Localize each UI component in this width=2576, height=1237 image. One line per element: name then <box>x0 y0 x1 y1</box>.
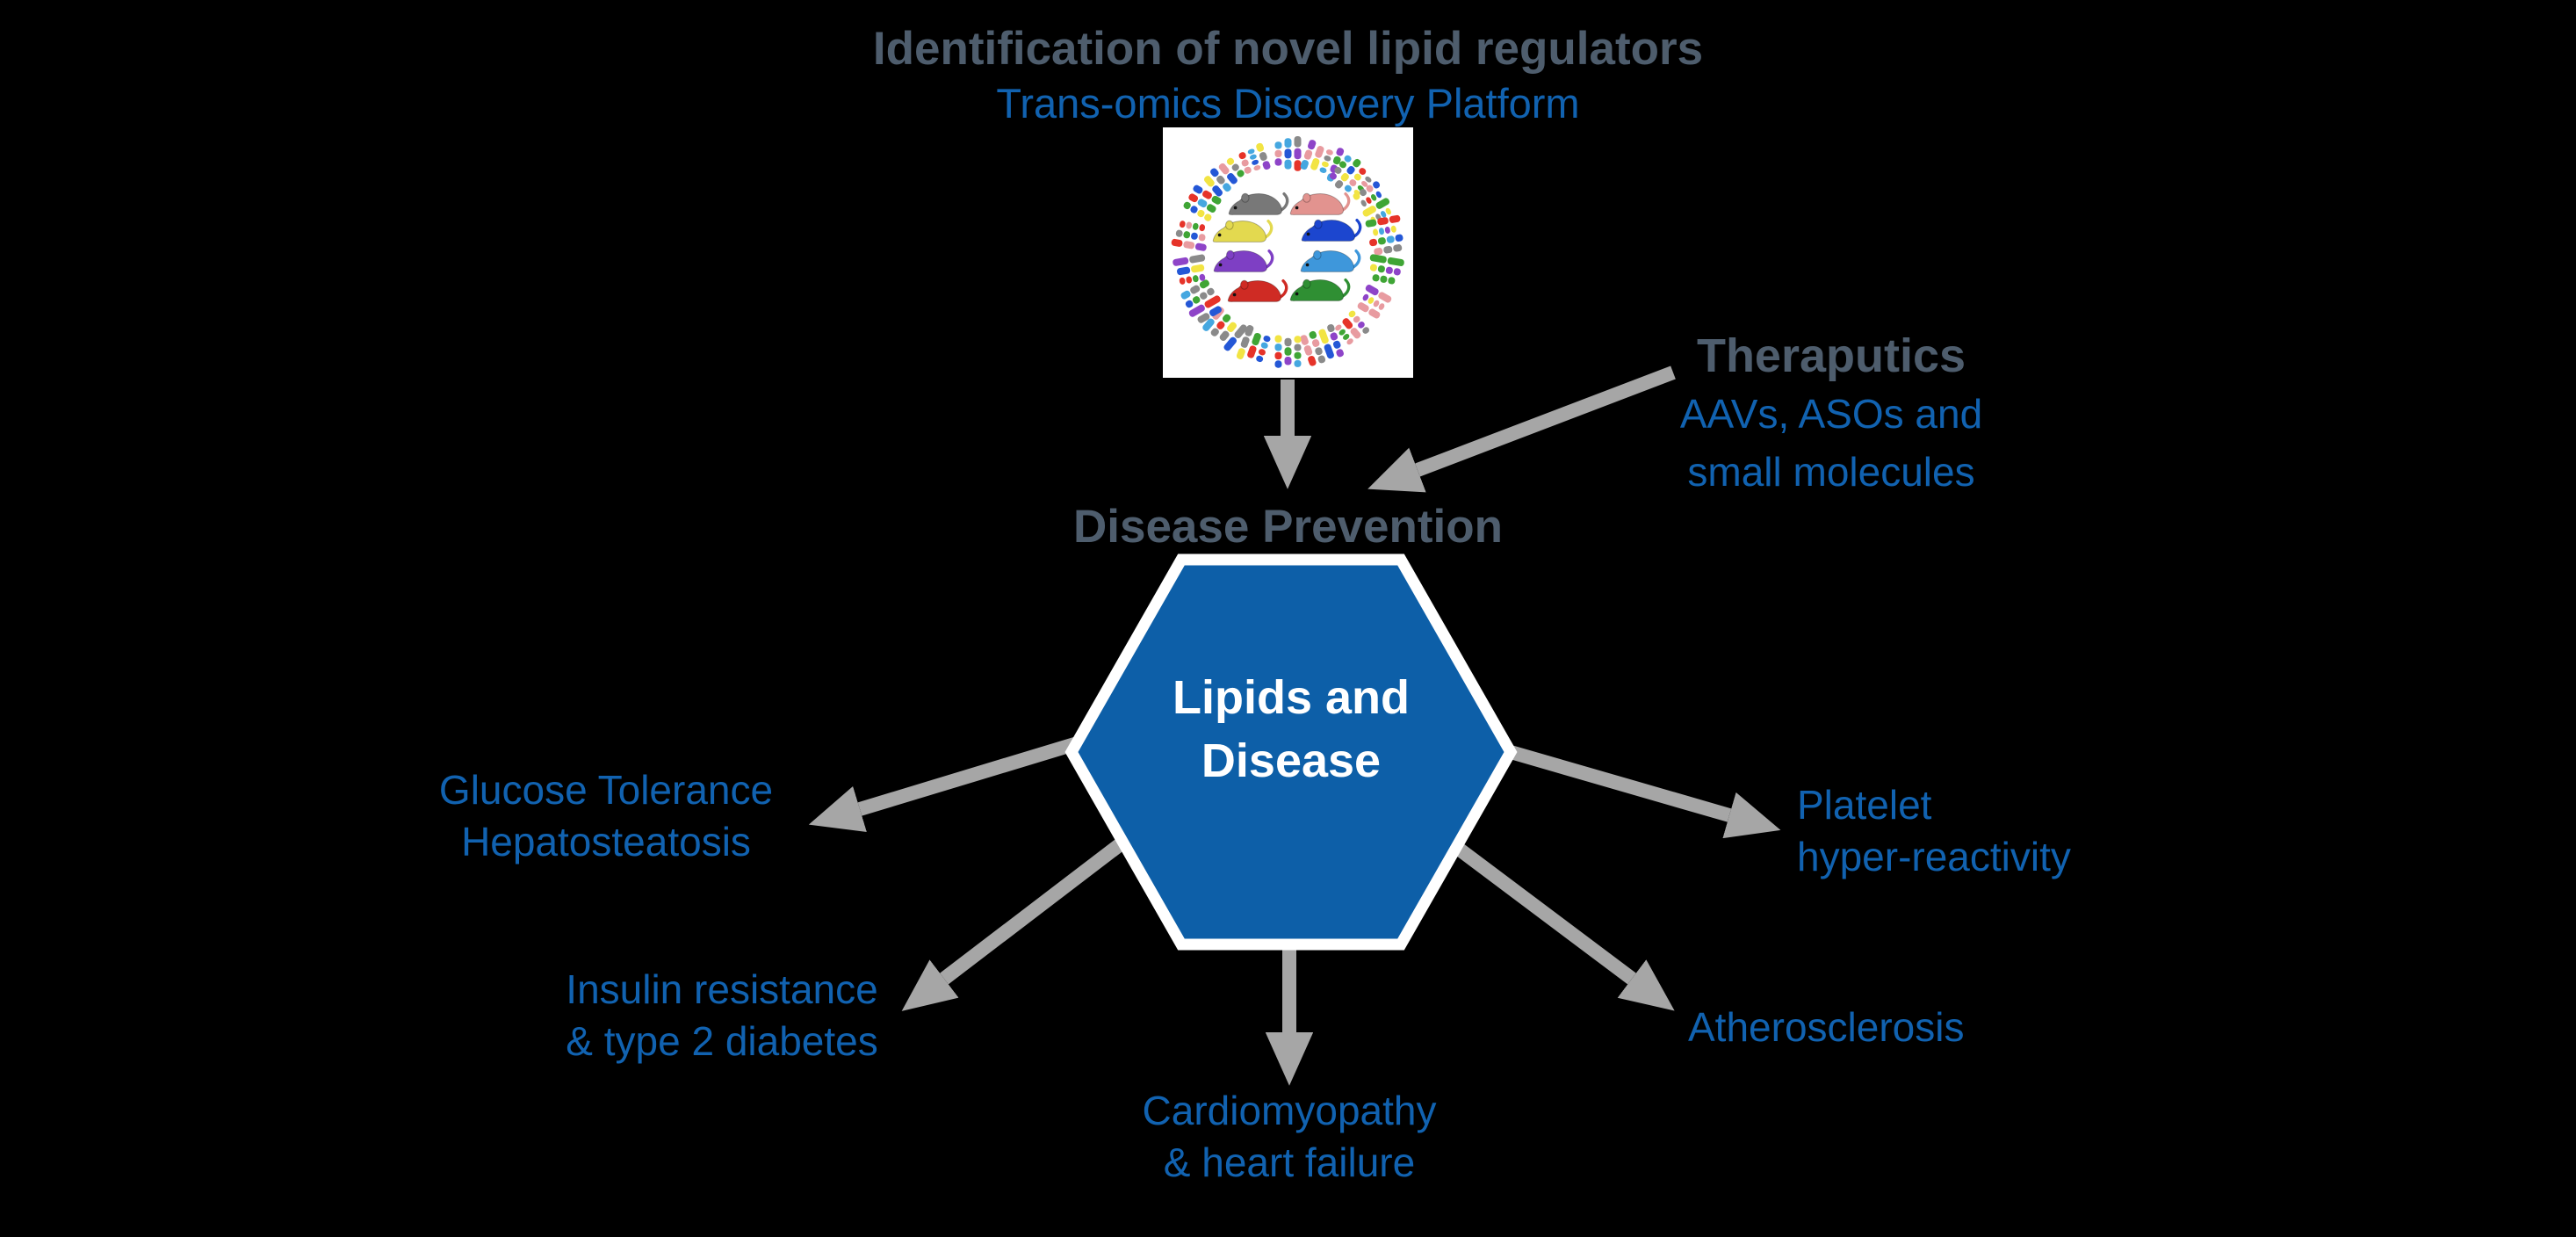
outcome-insulin-resistance: Insulin resistance & type 2 diabetes <box>502 964 942 1067</box>
arrow-hub-to-platelet <box>1508 745 1781 839</box>
lipids-disease-hexagon <box>1064 553 1518 951</box>
arrow-hub-to-insulin <box>901 828 1137 1011</box>
therapeutics-heading: Theraputics <box>1696 329 1966 382</box>
outcome-line: hyper-reactivity <box>1797 834 2071 879</box>
hub-line1: Lipids and <box>1173 671 1410 724</box>
mouse-icon <box>1212 219 1274 242</box>
mouse-icon <box>1228 192 1289 215</box>
mouse-icon <box>1289 278 1351 301</box>
outcome-atherosclerosis: Atherosclerosis <box>1688 1002 1964 1053</box>
mouse-icon <box>1289 192 1351 215</box>
outcome-line: Insulin resistance <box>566 966 878 1012</box>
therapeutics-line1: AAVs, ASOs and <box>1679 391 1983 437</box>
mouse-icon <box>1300 249 1361 272</box>
outcome-line: Hepatosteatosis <box>461 819 751 864</box>
mouse-icon <box>1301 218 1362 242</box>
outcome-line: Platelet <box>1797 782 1932 828</box>
arrow-hub-to-atherosclerosis <box>1438 830 1675 1011</box>
outcome-line: Cardiomyopathy <box>1142 1088 1437 1133</box>
mouse-icon <box>1213 249 1274 272</box>
arrow-therapeutics-to-prevention <box>1367 365 1676 493</box>
outcome-line: Atherosclerosis <box>1688 1004 1965 1050</box>
hub-label: Lipids and Disease <box>1028 666 1555 792</box>
therapeutics-block: Theraputics AAVs, ASOs and small molecul… <box>1612 327 2051 501</box>
outcome-cardiomyopathy: Cardiomyopathy & heart failure <box>1070 1085 1509 1189</box>
page-title: Identification of novel lipid regulators <box>872 23 1704 75</box>
outcome-platelet-hyper-reactivity: Platelet hyper-reactivity <box>1797 779 2071 883</box>
mouse-panel-logo-art <box>1171 136 1404 368</box>
outcome-line: & type 2 diabetes <box>566 1018 878 1064</box>
disease-prevention-label: Disease Prevention <box>1072 501 1503 553</box>
outcome-glucose-tolerance: Glucose Tolerance Hepatosteatosis <box>386 764 826 868</box>
hub-line2: Disease <box>1201 734 1382 787</box>
chromosome-ring <box>1171 136 1404 368</box>
outcome-line: & heart failure <box>1163 1139 1416 1185</box>
therapeutics-line2: small molecules <box>1687 449 1975 495</box>
outcome-line: Glucose Tolerance <box>438 767 774 813</box>
arrow-hub-to-glucose <box>808 735 1083 833</box>
mouse-panel-logo <box>1163 127 1413 378</box>
mouse-icon <box>1227 279 1288 302</box>
subtitle-trans-omics: Trans-omics Discovery Platform <box>996 80 1580 127</box>
